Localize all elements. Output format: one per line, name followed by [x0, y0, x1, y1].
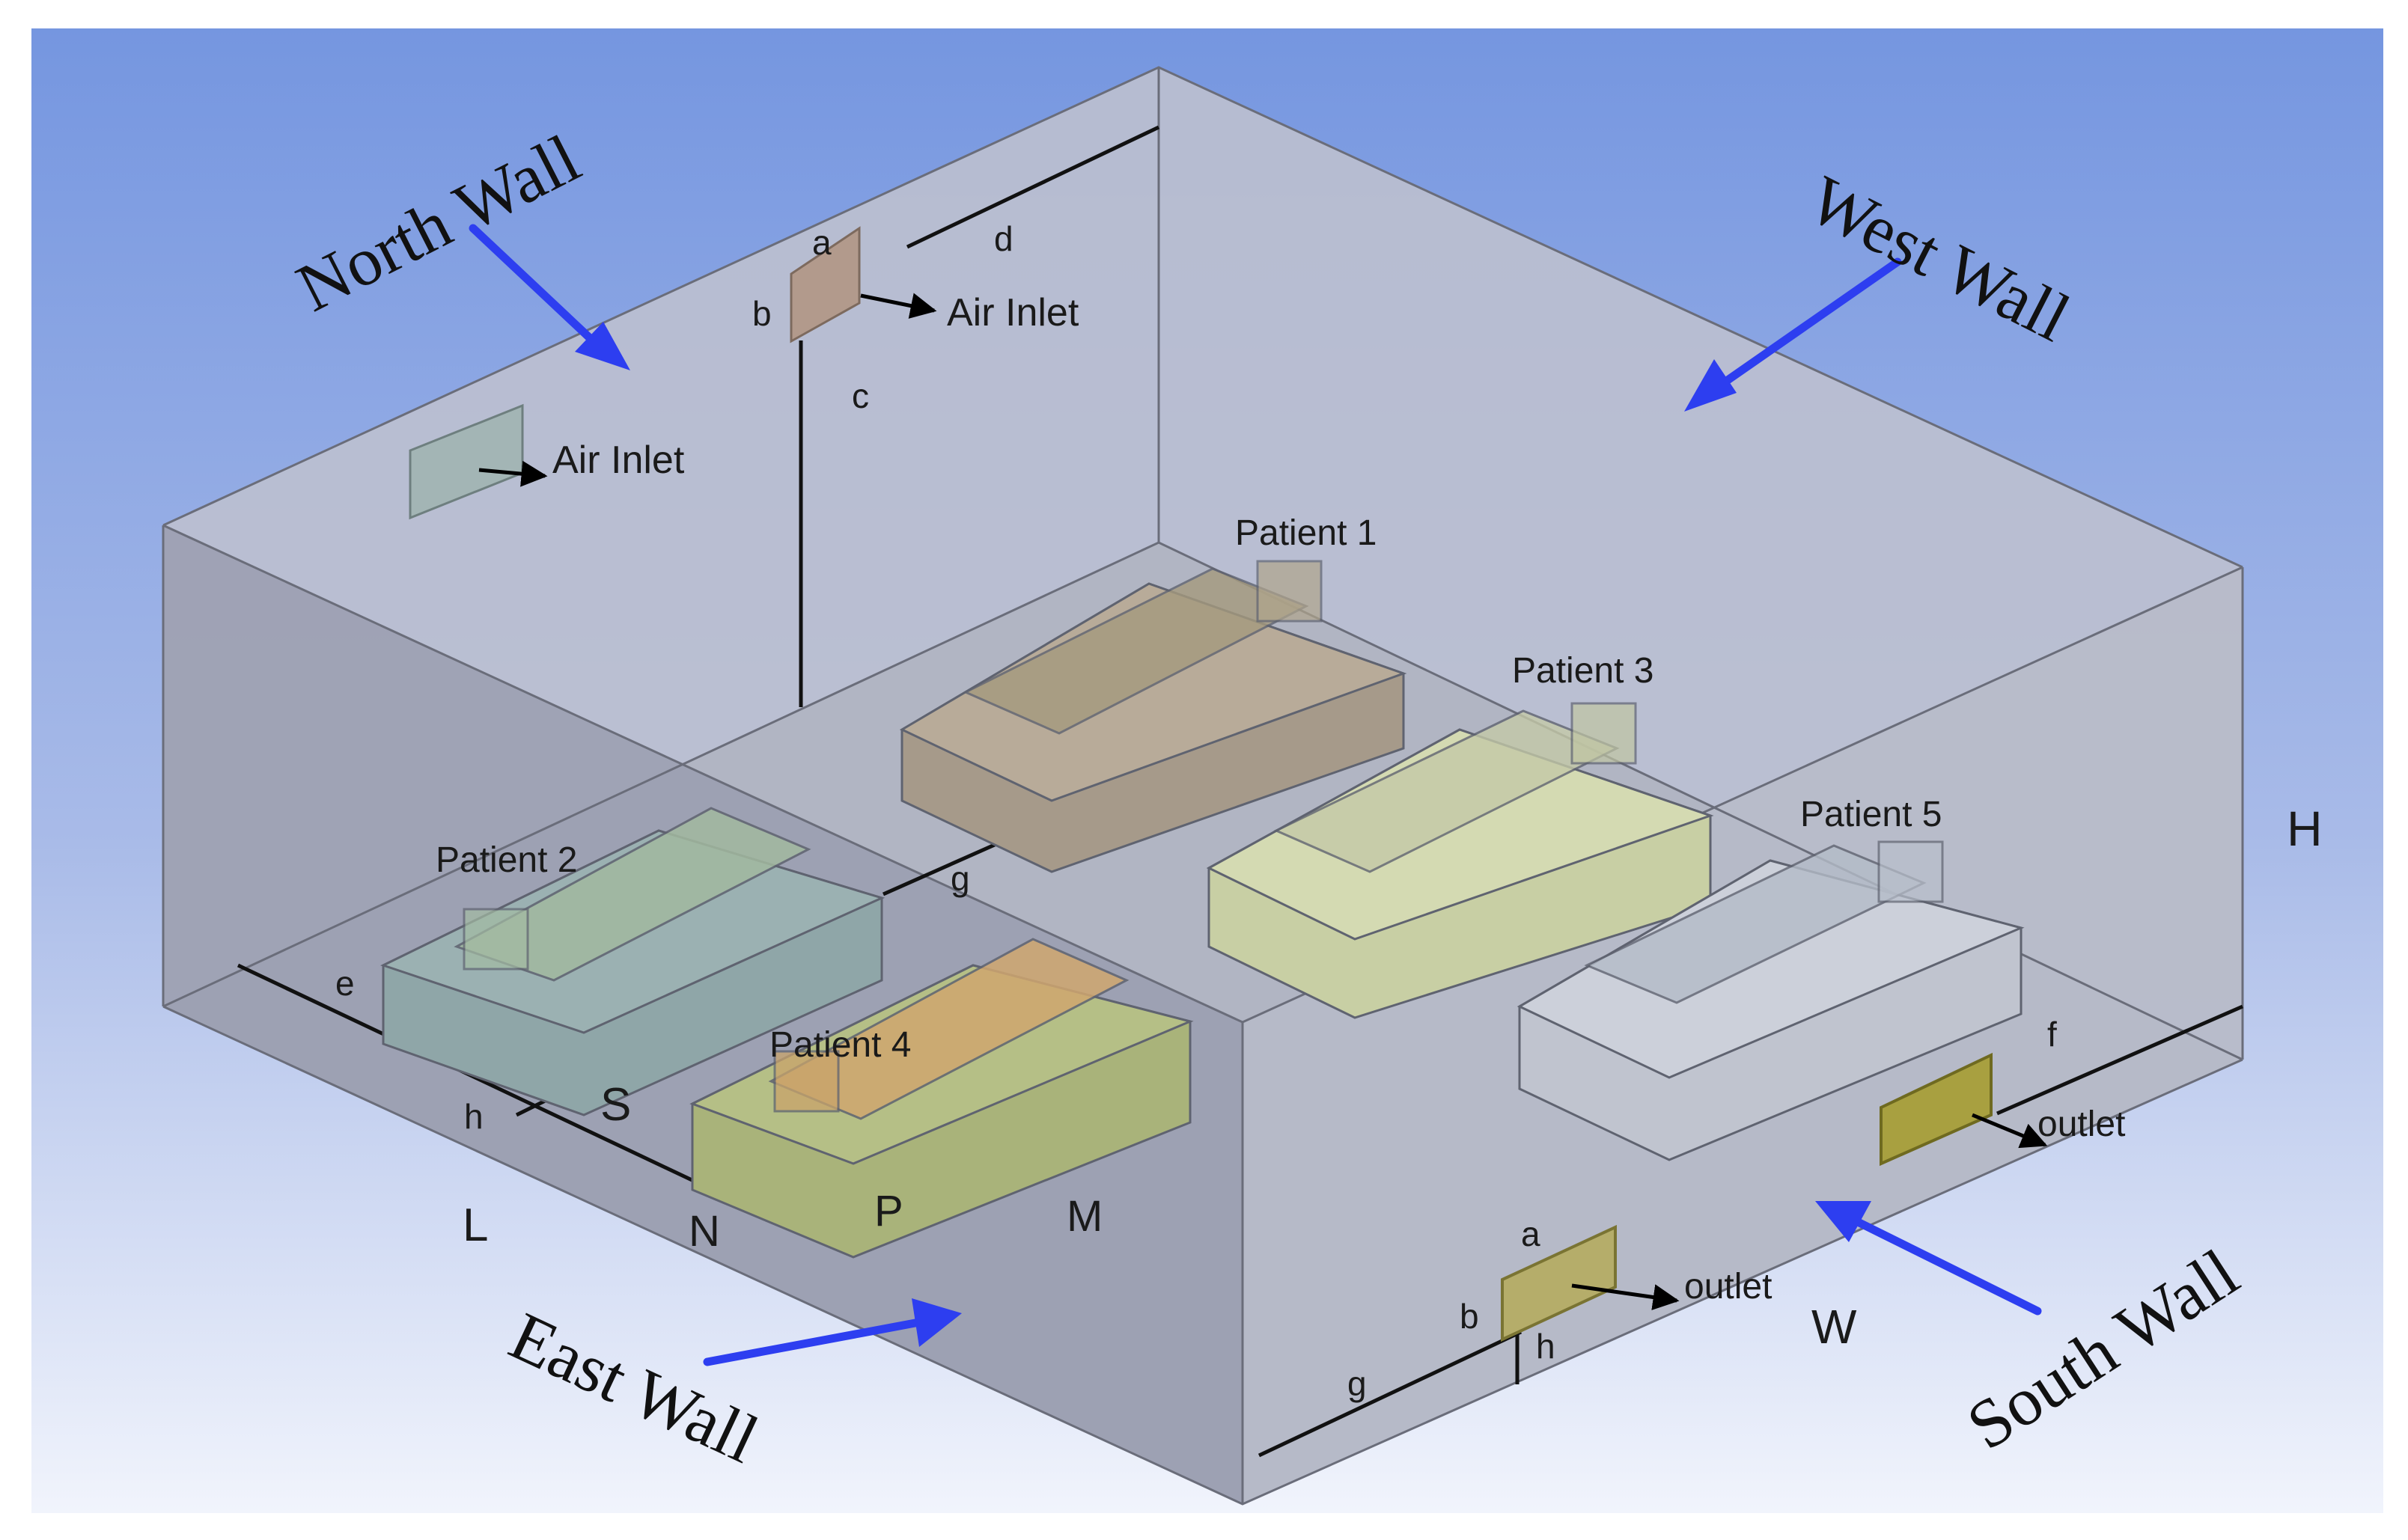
bed-patient-4	[689, 938, 1194, 1259]
wall-arrows	[469, 224, 2042, 1366]
east-wall-arrow	[703, 1298, 962, 1366]
dim-M: M	[1067, 1192, 1103, 1241]
west-wall-arrow	[1684, 257, 1902, 412]
dim-N: N	[689, 1207, 720, 1256]
dim-a-top: a	[812, 223, 832, 262]
outlet-south	[1880, 1052, 1993, 1167]
dim-f: f	[2047, 1015, 2057, 1054]
dim-b-outlet: b	[1460, 1297, 1479, 1336]
outlet-south-arrow	[1972, 1113, 2048, 1149]
dim-g-wall: g	[1347, 1364, 1367, 1403]
dim-c: c	[852, 376, 869, 415]
dim-d: d	[994, 219, 1014, 258]
dim-b-top: b	[752, 294, 772, 333]
patient-1-label: Patient 1	[1235, 513, 1377, 553]
dim-L: L	[463, 1200, 488, 1251]
north-wall-arrow	[469, 224, 630, 370]
outlet-west	[1501, 1224, 1617, 1342]
patient-4-label: Patient 4	[769, 1025, 911, 1065]
dim-g-floor: g	[951, 859, 970, 898]
inlet-top	[790, 226, 861, 343]
inlet-top-arrow	[860, 293, 937, 319]
bed-patient-5	[1517, 840, 2025, 1161]
dimension-letters: a b c d e f g g h h a b H L M N P S W	[335, 219, 2323, 1403]
inlet-north-arrow	[478, 460, 548, 487]
flow-arrows	[478, 293, 2048, 1310]
dim-S: S	[600, 1079, 631, 1131]
outlet-south-label: outlet	[2037, 1104, 2125, 1144]
dim-e: e	[335, 964, 355, 1003]
dim-h-wall: h	[1536, 1327, 1555, 1366]
dim-h-floor: h	[464, 1097, 484, 1136]
bed-patient-2	[380, 807, 886, 1116]
dim-P: P	[874, 1187, 903, 1235]
outlets	[1501, 1052, 1993, 1342]
outlet-west-arrow	[1571, 1283, 1680, 1310]
dim-a-outlet: a	[1521, 1214, 1540, 1253]
bed-patient-1	[899, 560, 1407, 873]
inlet-top-label: Air Inlet	[947, 291, 1079, 334]
south-wall-arrow	[1815, 1201, 2042, 1316]
dim-H: H	[2287, 801, 2323, 856]
dim-W: W	[1811, 1300, 1857, 1354]
patient-3-label: Patient 3	[1512, 651, 1653, 691]
bed-patient-3	[1206, 702, 1714, 1019]
patient-5-label: Patient 5	[1800, 795, 1942, 834]
patient-beds	[380, 560, 2025, 1259]
inlet-north-label: Air Inlet	[552, 439, 685, 482]
patient-2-label: Patient 2	[436, 840, 577, 880]
air-inlets	[409, 226, 861, 520]
outlet-west-label: outlet	[1684, 1267, 1772, 1307]
